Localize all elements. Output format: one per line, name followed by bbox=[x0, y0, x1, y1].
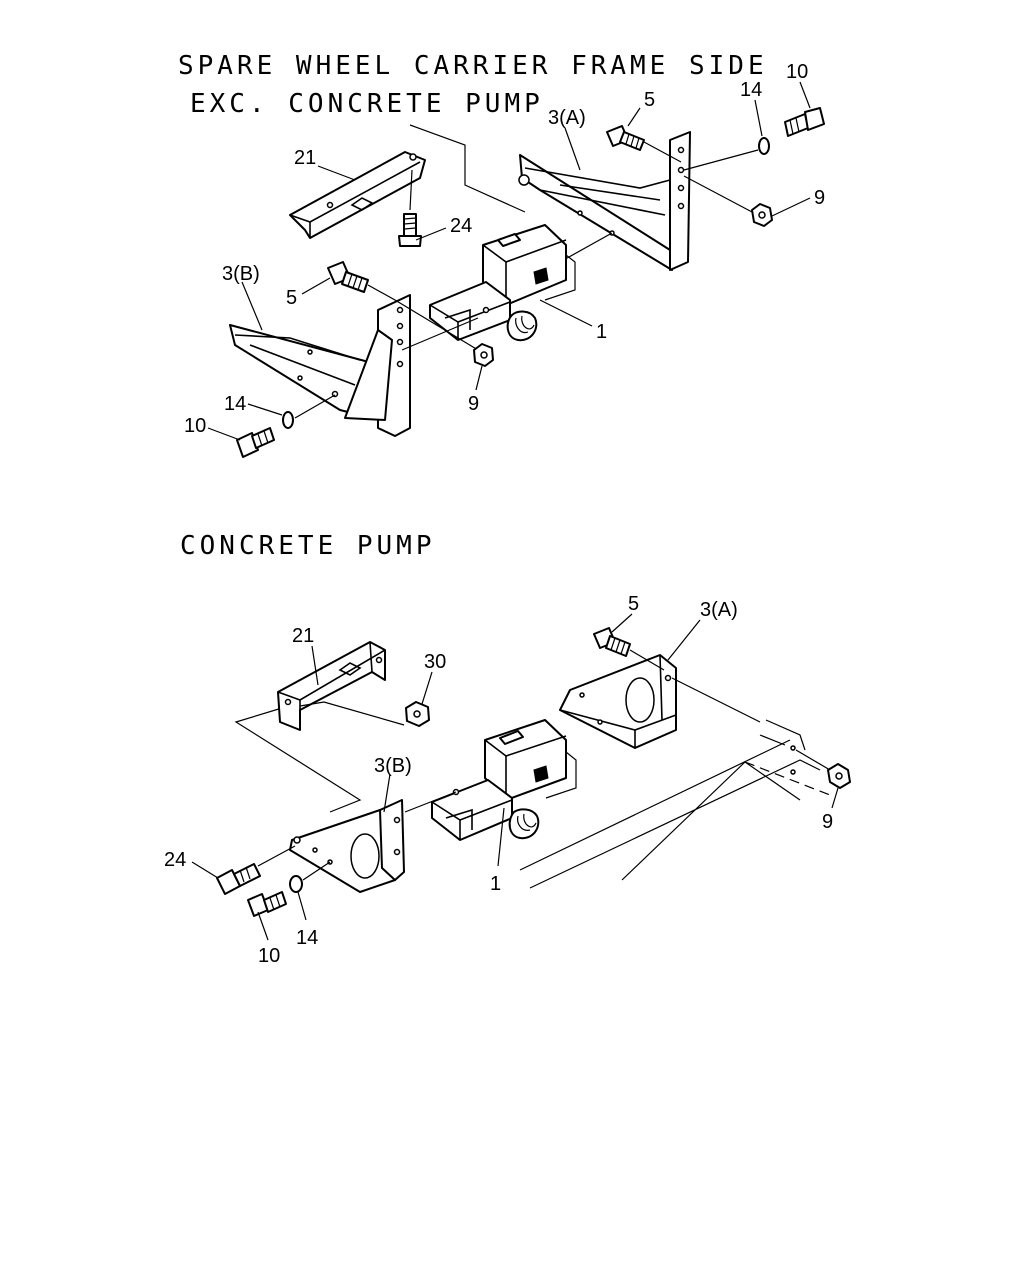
callout-9-bottom: 9 bbox=[822, 811, 833, 833]
callout-9-upper: 9 bbox=[814, 187, 825, 209]
leader-1-bottom bbox=[497, 807, 505, 867]
truck-frame-rail bbox=[519, 719, 831, 889]
part-30-nut-bottom bbox=[405, 701, 430, 727]
leader-24-top bbox=[415, 227, 447, 241]
part-14-washer-lower bbox=[282, 411, 294, 429]
callout-24-top: 24 bbox=[450, 215, 472, 237]
leader-bottom-washer bbox=[302, 861, 331, 881]
callout-5-lower: 5 bbox=[286, 287, 297, 309]
part-10-bolt-lower bbox=[236, 427, 275, 458]
leader-30-bottom bbox=[421, 671, 433, 705]
part-5-bolt-upper bbox=[606, 125, 682, 163]
frame-reference-line-bottom bbox=[234, 707, 362, 813]
callout-5-upper: 5 bbox=[644, 89, 655, 111]
callout-3b-bottom: 3(B) bbox=[374, 755, 412, 777]
leader-14-lower bbox=[247, 403, 283, 416]
part-3a-bracket-bottom bbox=[559, 654, 761, 749]
part-5-bolt-bottom bbox=[593, 627, 665, 671]
part-1-carrier-hanger-bottom bbox=[404, 719, 577, 841]
leader-5-lower bbox=[301, 277, 331, 295]
part-3a-bracket-top bbox=[518, 131, 691, 271]
part-9-nut-bottom bbox=[795, 749, 851, 789]
part-5-bolt-lower bbox=[327, 261, 479, 351]
leader-10-bottom bbox=[257, 911, 269, 941]
part-21-carrier-rail bbox=[289, 151, 426, 239]
leader-5-bottom bbox=[611, 613, 633, 633]
part-21-bracket-bottom bbox=[277, 641, 405, 731]
callout-14-upper: 14 bbox=[740, 79, 762, 101]
leader-1-top bbox=[539, 299, 593, 327]
callout-24-bottom: 24 bbox=[164, 849, 186, 871]
callout-3a-top: 3(A) bbox=[548, 107, 586, 129]
part-14-washer-bottom bbox=[289, 875, 303, 893]
leader-9-upper bbox=[771, 197, 811, 217]
callout-14-bottom: 14 bbox=[296, 927, 318, 949]
leader-21-top bbox=[317, 165, 356, 181]
callout-9-lower: 9 bbox=[468, 393, 479, 415]
callout-3a-bottom: 3(A) bbox=[700, 599, 738, 621]
callout-1-top: 1 bbox=[596, 321, 607, 343]
leader-9-lower bbox=[475, 365, 483, 391]
leader-3a-top bbox=[564, 127, 581, 171]
bottom-section-title: CONCRETE PUMP bbox=[180, 531, 436, 561]
leader-lower-washer bbox=[294, 394, 336, 419]
callout-21-bottom: 21 bbox=[292, 625, 314, 647]
leader-24-bottom bbox=[191, 861, 219, 879]
leader-9-bottom bbox=[831, 787, 839, 809]
part-1-carrier-hanger-top bbox=[429, 224, 576, 342]
leader-14-upper bbox=[754, 99, 763, 137]
callout-3b-top: 3(B) bbox=[222, 263, 260, 285]
part-10-bolt-bottom bbox=[247, 891, 287, 917]
callout-21-top: 21 bbox=[294, 147, 316, 169]
part-24-bolt-bottom bbox=[216, 845, 296, 895]
leader-10-upper bbox=[799, 81, 811, 109]
leader-3b-top bbox=[241, 281, 263, 331]
callout-10-bottom: 10 bbox=[258, 945, 280, 967]
leader-5-upper bbox=[627, 107, 641, 127]
callout-5-bottom: 5 bbox=[628, 593, 639, 615]
part-10-bolt-upper bbox=[784, 107, 825, 137]
part-9-nut-upper bbox=[683, 175, 773, 227]
top-assembly: 21 24 3(A) 5 14 10 9 1 3(B) 5 9 14 10 bbox=[184, 61, 825, 458]
leader-14-bottom bbox=[297, 891, 307, 921]
leader-21-bottom bbox=[311, 645, 319, 686]
part-14-washer-upper bbox=[758, 137, 770, 155]
part-24-bolt-top bbox=[398, 213, 422, 247]
callout-10-lower: 10 bbox=[184, 415, 206, 437]
leader-3a-bottom bbox=[667, 619, 701, 661]
leader-10-lower bbox=[207, 427, 241, 441]
leader-upper-washer bbox=[683, 149, 759, 171]
top-section-title-line1: SPARE WHEEL CARRIER FRAME SIDE bbox=[178, 51, 768, 81]
part-9-nut-lower bbox=[473, 343, 494, 367]
top-section-title-line2: EXC. CONCRETE PUMP bbox=[190, 89, 544, 119]
part-3b-bracket-top bbox=[229, 294, 479, 437]
callout-14-lower: 14 bbox=[224, 393, 246, 415]
frame-reference-line-top bbox=[409, 124, 526, 213]
leader-3b-bottom bbox=[383, 773, 391, 813]
callout-1-bottom: 1 bbox=[490, 873, 501, 895]
callout-10-upper: 10 bbox=[786, 61, 808, 83]
bottom-assembly: 21 30 5 3(A) 3(B) 24 9 1 10 14 bbox=[164, 593, 851, 967]
callout-30-bottom: 30 bbox=[424, 651, 446, 673]
part-3b-bracket-bottom bbox=[289, 799, 405, 893]
